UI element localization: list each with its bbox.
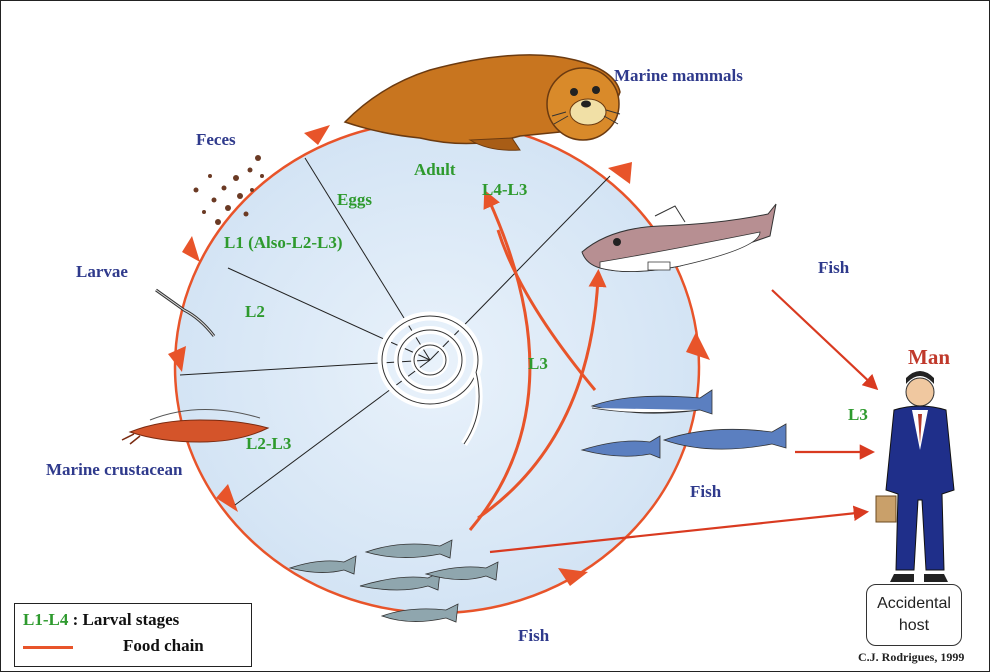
stage-l3-man-label: L3: [848, 405, 868, 425]
stage-l3-label: L3: [528, 354, 548, 374]
stage-l2-label: L2: [245, 302, 265, 322]
cycle-arrow-feces: [304, 125, 330, 145]
larvae-label: Larvae: [76, 262, 128, 282]
legend-food-chain-row: Food chain: [23, 636, 204, 656]
stage-adult-label: Adult: [414, 160, 456, 180]
fish-label-right: Fish: [818, 258, 849, 278]
cycle-arrow-larvae: [182, 236, 200, 262]
stage-eggs-label: Eggs: [337, 190, 372, 210]
legend-food-chain-line: [23, 646, 73, 649]
marine-mammals-label: Marine mammals: [614, 66, 743, 86]
marine-crustacean-label: Marine crustacean: [46, 460, 182, 480]
fish-label-middle: Fish: [690, 482, 721, 502]
stage-l1-label: L1 (Also-L2-L3): [224, 233, 343, 253]
legend-stages-text: : Larval stages: [68, 610, 179, 629]
accidental-host-line2: host: [867, 615, 961, 637]
legend-stages-code: L1-L4: [23, 610, 68, 629]
stage-l4-l3-label: L4-L3: [482, 180, 527, 200]
cycle-arrow-upper-right: [608, 162, 632, 184]
legend-stages-row: L1-L4 : Larval stages: [23, 610, 179, 630]
accidental-host-box: Accidental host: [866, 584, 962, 646]
accidental-host-line1: Accidental: [867, 593, 961, 615]
stage-l2-l3-label: L2-L3: [246, 434, 291, 454]
legend-food-chain-text: Food chain: [123, 636, 204, 655]
feces-label: Feces: [196, 130, 236, 150]
fish-label-bottom: Fish: [518, 626, 549, 646]
credit-text: C.J. Rodrigues, 1999: [858, 650, 964, 665]
man-label: Man: [908, 345, 950, 370]
man-figure: [876, 371, 954, 582]
legend-box: L1-L4 : Larval stages Food chain: [14, 603, 252, 667]
